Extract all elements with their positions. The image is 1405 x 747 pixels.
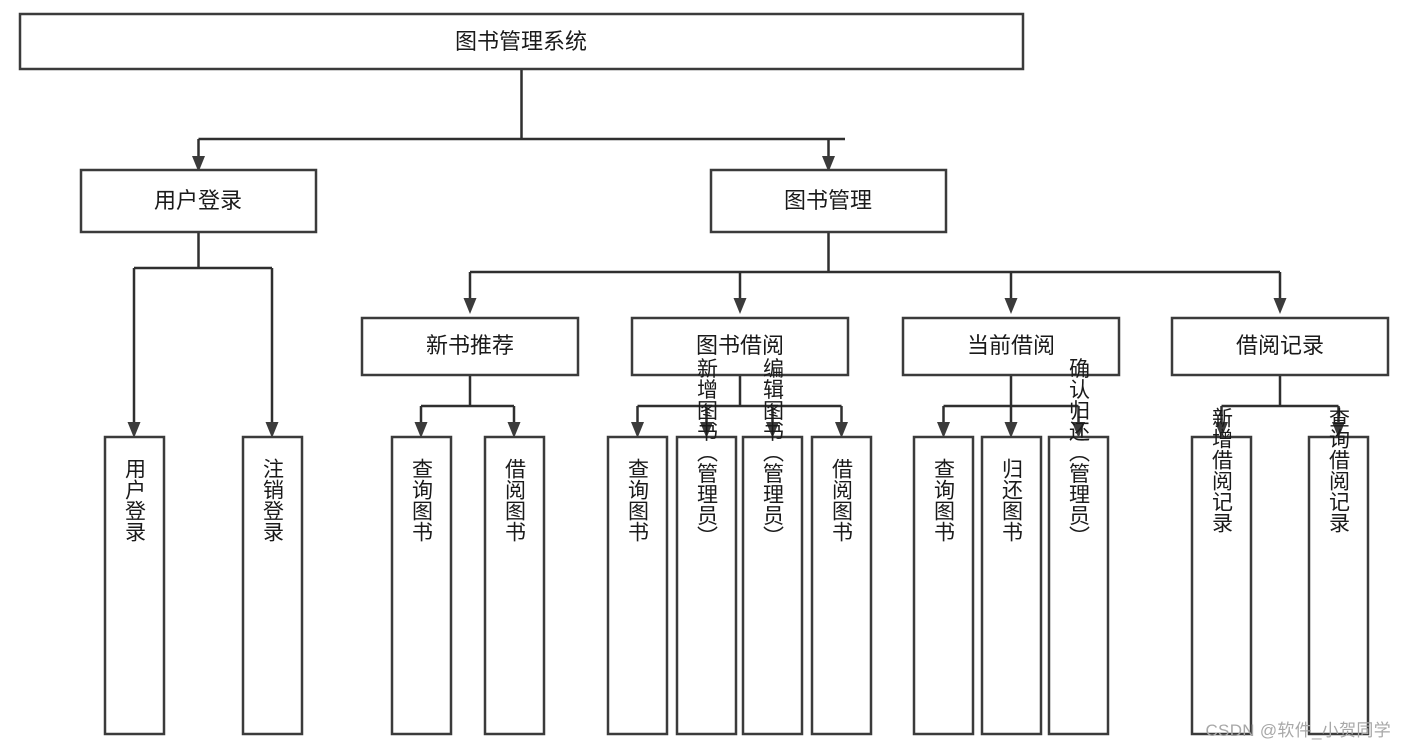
node-borrow-record-label: 借阅记录 xyxy=(1236,333,1324,358)
connector-group-new-book xyxy=(414,375,521,438)
leaf-borrow-record-1[interactable]: 查询借阅记录 xyxy=(1307,407,1370,736)
leaf-box[interactable] xyxy=(606,435,669,736)
node-user-login-box[interactable] xyxy=(79,168,318,234)
arrowhead-book-borrow xyxy=(733,298,747,314)
arrowhead-leaf-br-1 xyxy=(1332,422,1345,438)
leaf-borrow-record-0[interactable]: 新增借阅记录 xyxy=(1190,407,1253,736)
node-current-borrow[interactable]: 当前借阅 xyxy=(901,316,1121,377)
leaf-label: 借阅图书 xyxy=(830,458,854,542)
node-borrow-record-box[interactable] xyxy=(1170,316,1390,377)
leaf-box[interactable] xyxy=(390,435,453,736)
leaf-box[interactable] xyxy=(1190,435,1253,736)
leaf-box[interactable] xyxy=(483,435,546,736)
leaf-label: 确认归还（管理员） xyxy=(1067,358,1091,547)
leaf-label: 新增借阅记录 xyxy=(1210,407,1234,533)
csdn-watermark: CSDN @软件_小贺同学 xyxy=(1205,721,1391,740)
node-book-manage[interactable]: 图书管理 xyxy=(709,168,948,234)
arrowhead-leaf-cb-1 xyxy=(1004,422,1018,438)
leaf-current-borrow-2[interactable]: 确认归还（管理员） xyxy=(1047,358,1110,736)
node-root-label: 图书管理系统 xyxy=(455,29,587,54)
node-root[interactable]: 图书管理系统 xyxy=(18,12,1025,71)
arrowhead-current-borrow xyxy=(1004,298,1018,314)
leaf-user-login-0[interactable]: 用户登录 xyxy=(103,435,166,736)
leaf-box[interactable] xyxy=(1307,435,1370,736)
leaf-book-borrow-3[interactable]: 借阅图书 xyxy=(810,435,873,736)
connector-group-root xyxy=(192,69,845,172)
node-borrow-record[interactable]: 借阅记录 xyxy=(1170,316,1390,377)
leaf-box[interactable] xyxy=(810,435,873,736)
leaf-current-borrow-1[interactable]: 归还图书 xyxy=(980,435,1043,736)
arrowhead-leaf-cb-0 xyxy=(937,422,950,438)
leaf-label: 归还图书 xyxy=(1000,458,1024,542)
leaf-book-borrow-0[interactable]: 查询图书 xyxy=(606,435,669,736)
arrowhead-leaf-br-0 xyxy=(1215,422,1228,438)
arrowhead-new-book xyxy=(463,298,477,314)
leaf-new-book-0[interactable]: 查询图书 xyxy=(390,435,453,736)
connector-group-user-login xyxy=(127,232,279,438)
arrowhead-borrow-record xyxy=(1273,298,1287,314)
leaf-label: 查询图书 xyxy=(410,458,434,542)
arrowhead-book-manage xyxy=(822,156,835,172)
leaf-label: 用户登录 xyxy=(123,458,147,542)
leaf-new-book-1[interactable]: 借阅图书 xyxy=(483,435,546,736)
node-user-login[interactable]: 用户登录 xyxy=(79,168,318,234)
arrowhead-leaf-bb-3 xyxy=(835,422,848,438)
connector-group-book-borrow xyxy=(631,375,848,438)
node-root-box[interactable] xyxy=(18,12,1025,71)
leaf-box[interactable] xyxy=(912,435,975,736)
arrowhead-leaf-user-login-1 xyxy=(265,422,279,438)
leaf-box[interactable] xyxy=(241,435,304,736)
node-current-borrow-box[interactable] xyxy=(901,316,1121,377)
connector-group-borrow-record xyxy=(1215,375,1345,438)
leaf-box[interactable] xyxy=(103,435,166,736)
leaf-label: 查询借阅记录 xyxy=(1327,407,1351,533)
arrowhead-leaf-user-login-0 xyxy=(127,422,141,438)
node-current-borrow-label: 当前借阅 xyxy=(967,333,1055,358)
node-new-book-recommend-box[interactable] xyxy=(360,316,580,377)
arrowhead-leaf-nb-1 xyxy=(507,422,521,438)
leaf-label: 编辑图书（管理员） xyxy=(761,358,785,547)
leaf-book-borrow-1[interactable]: 新增图书（管理员） xyxy=(675,358,738,736)
leaf-box[interactable] xyxy=(1047,435,1110,736)
connector-group-current-borrow xyxy=(937,375,1085,438)
node-book-manage-label: 图书管理 xyxy=(784,188,872,213)
arrowhead-leaf-bb-0 xyxy=(631,422,644,438)
leaf-label: 查询图书 xyxy=(626,458,650,542)
arrowhead-user-login xyxy=(192,156,205,172)
node-new-book-recommend[interactable]: 新书推荐 xyxy=(360,316,580,377)
node-new-book-recommend-label: 新书推荐 xyxy=(426,333,514,358)
leaf-user-login-1[interactable]: 注销登录 xyxy=(241,435,304,736)
arrowhead-leaf-bb-1 xyxy=(700,422,713,438)
node-book-borrow[interactable]: 图书借阅 xyxy=(630,316,850,377)
leaf-book-borrow-2[interactable]: 编辑图书（管理员） xyxy=(741,358,804,736)
node-book-manage-box[interactable] xyxy=(709,168,948,234)
node-user-login-label: 用户登录 xyxy=(154,188,242,213)
leaf-label: 查询图书 xyxy=(932,458,956,542)
leaf-label: 注销登录 xyxy=(261,458,285,542)
leaf-box[interactable] xyxy=(741,435,804,736)
arrowhead-leaf-cb-2 xyxy=(1072,422,1085,438)
node-book-borrow-box[interactable] xyxy=(630,316,850,377)
leaf-box[interactable] xyxy=(980,435,1043,736)
arrowhead-leaf-nb-0 xyxy=(414,422,428,438)
leaf-current-borrow-0[interactable]: 查询图书 xyxy=(912,435,975,736)
leaf-label: 借阅图书 xyxy=(503,458,527,542)
connector-group-book-manage xyxy=(463,232,1287,314)
leaf-label: 新增图书（管理员） xyxy=(695,358,719,547)
arrowhead-leaf-bb-2 xyxy=(766,422,779,438)
leaf-box[interactable] xyxy=(675,435,738,736)
node-book-borrow-label: 图书借阅 xyxy=(696,333,784,358)
